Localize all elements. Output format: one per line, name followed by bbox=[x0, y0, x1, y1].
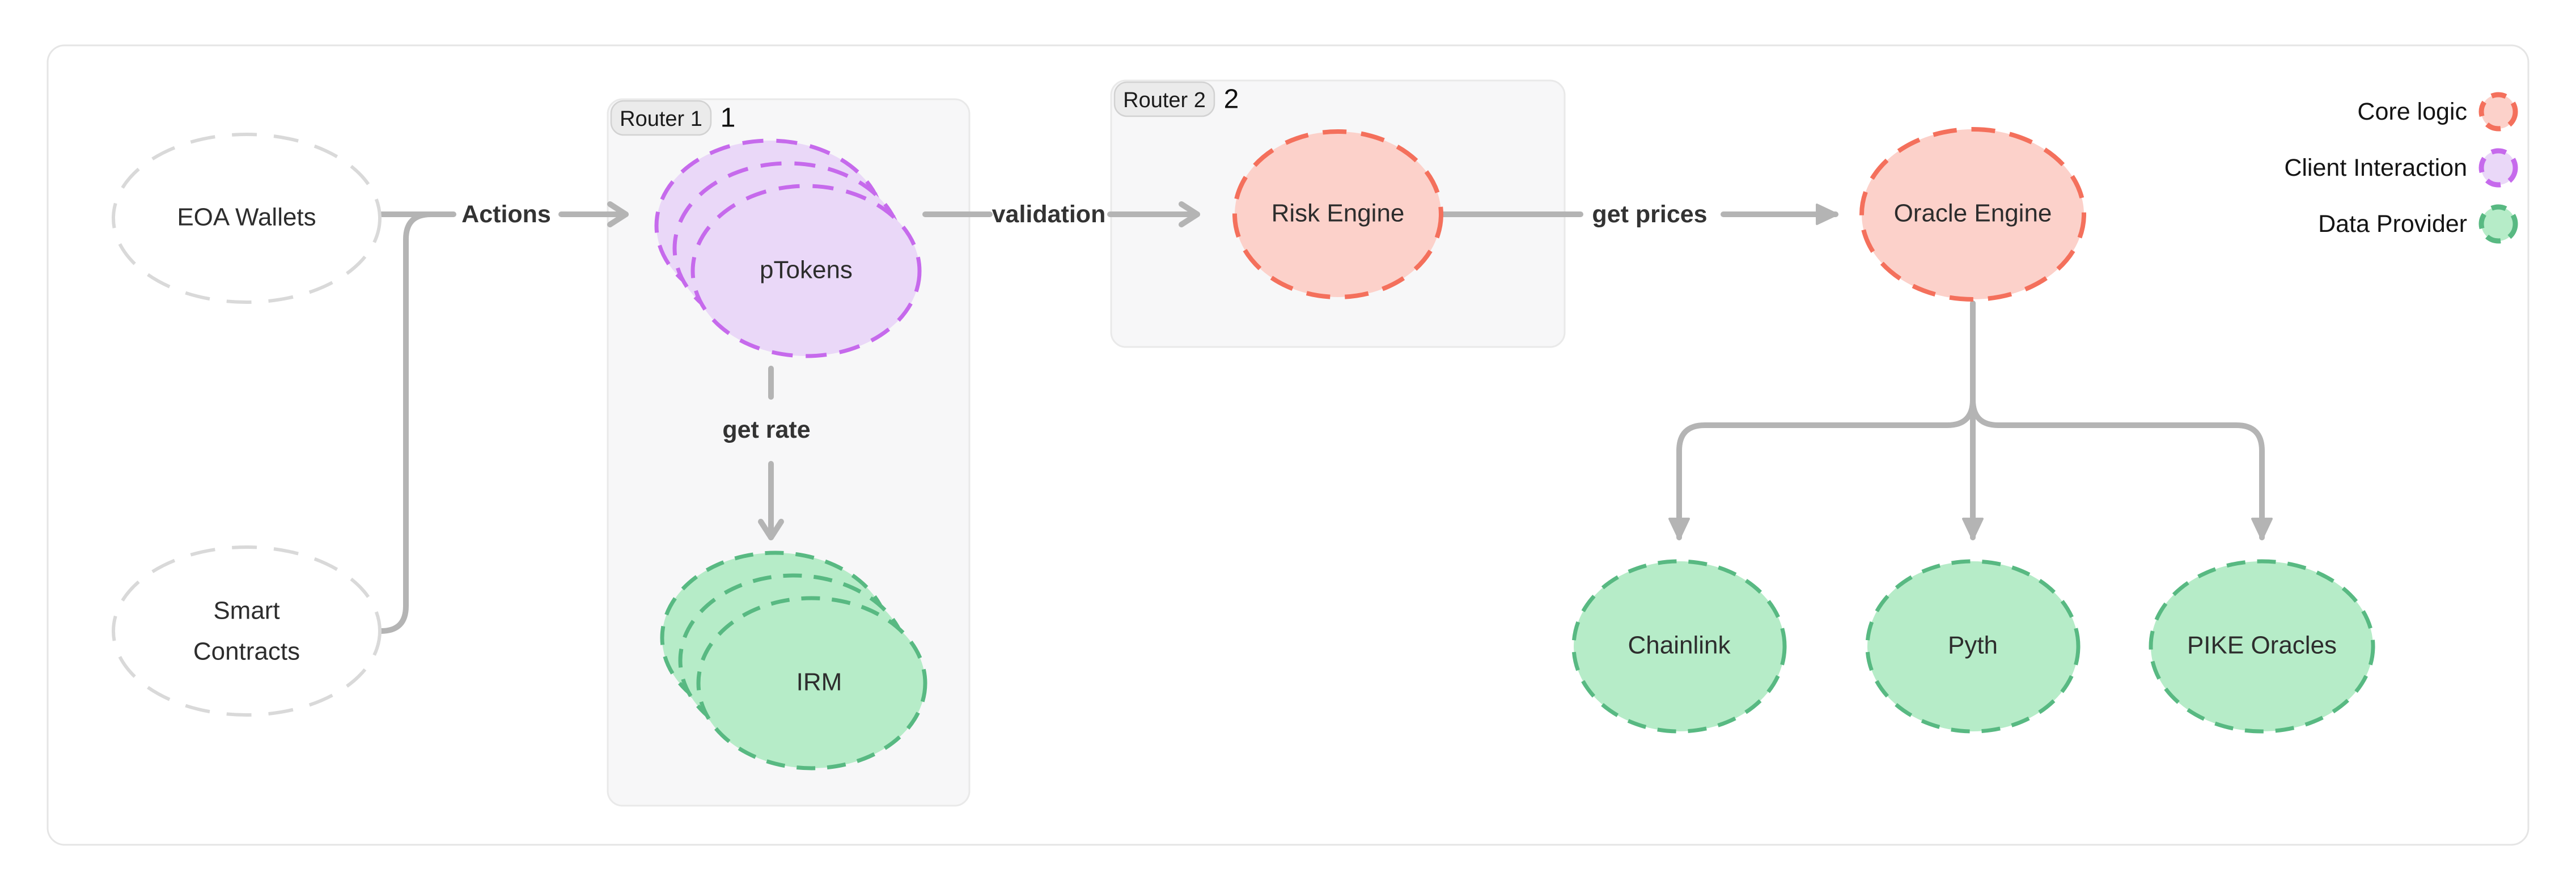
legend-swatch-data-provider-icon bbox=[2478, 204, 2518, 244]
router-1-badge-label: Router 1 bbox=[620, 107, 702, 131]
edge-label-get-prices: get prices bbox=[1592, 201, 1707, 228]
router-1-number: 1 bbox=[721, 103, 736, 133]
node-risk-engine-group: Risk Engine bbox=[1232, 129, 1443, 299]
node-smart-contracts-label-line1: Smart bbox=[213, 597, 279, 625]
node-eoa-wallets-label: EOA Wallets bbox=[177, 204, 316, 231]
node-smart-contracts-group: Smart Contracts bbox=[112, 545, 382, 717]
node-irm-label: IRM bbox=[796, 668, 842, 696]
node-chainlink-group: Chainlink bbox=[1571, 559, 1787, 734]
router-1-badge bbox=[610, 100, 712, 136]
node-oracle-engine-group: Oracle Engine bbox=[1859, 127, 2086, 302]
edge-label-get-rate: get rate bbox=[722, 416, 810, 443]
legend-label-core-logic: Core logic bbox=[2357, 98, 2467, 125]
node-pyth bbox=[1865, 559, 2081, 734]
node-risk-engine-label: Risk Engine bbox=[1272, 200, 1405, 227]
node-ptokens-label: pTokens bbox=[760, 256, 853, 284]
node-ptokens-group: pTokens bbox=[654, 138, 922, 358]
node-smart-contracts bbox=[112, 545, 382, 717]
legend-row-core-logic: Core logic bbox=[2357, 92, 2518, 132]
node-pike-oracles bbox=[2149, 559, 2375, 734]
node-oracle-engine bbox=[1859, 127, 2086, 302]
edges: Actions get rate validation get prices bbox=[377, 201, 2273, 634]
node-chainlink-label: Chainlink bbox=[1628, 632, 1731, 659]
node-eoa-wallets bbox=[112, 133, 382, 304]
edge-label-validation: validation bbox=[992, 201, 1106, 228]
router-2-badge bbox=[1113, 81, 1215, 117]
node-smart-contracts-label-line2: Contracts bbox=[193, 638, 300, 666]
legend-row-client-interaction: Client Interaction bbox=[2284, 148, 2518, 188]
node-oracle-engine-label: Oracle Engine bbox=[1894, 200, 2052, 227]
node-irm bbox=[696, 596, 927, 771]
edge-oracle-to-pike-oracles bbox=[1970, 300, 2273, 540]
node-ptokens bbox=[690, 184, 922, 358]
node-chainlink bbox=[1571, 559, 1787, 734]
node-risk-engine bbox=[1232, 129, 1443, 299]
node-pike-oracles-group: PIKE Oracles bbox=[2149, 559, 2375, 734]
legend-row-data-provider: Data Provider bbox=[2318, 204, 2518, 244]
node-pike-oracles-label: PIKE Oracles bbox=[2187, 632, 2337, 659]
legend-swatch-client-interaction-icon bbox=[2478, 148, 2518, 188]
legend-label-data-provider: Data Provider bbox=[2318, 210, 2467, 238]
node-eoa-wallets-group: EOA Wallets bbox=[112, 133, 382, 304]
node-irm-group: IRM bbox=[660, 551, 927, 771]
router-2-number: 2 bbox=[1224, 84, 1239, 115]
legend: Core logic Client Interaction Data Provi… bbox=[2284, 92, 2518, 244]
node-pyth-label: Pyth bbox=[1948, 632, 1998, 659]
legend-swatch-core-logic-icon bbox=[2478, 92, 2518, 132]
router-2-badge-label: Router 2 bbox=[1123, 88, 1206, 112]
edge-label-actions: Actions bbox=[461, 201, 551, 228]
legend-label-client-interaction: Client Interaction bbox=[2284, 154, 2467, 181]
node-pyth-group: Pyth bbox=[1865, 559, 2081, 734]
edge-smart-contracts-to-actions bbox=[377, 211, 456, 634]
